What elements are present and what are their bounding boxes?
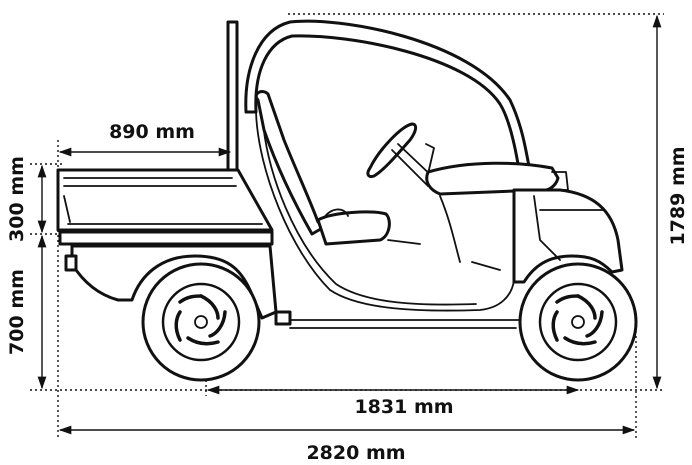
- rear-wheel: [141, 262, 261, 382]
- rear-post: [226, 20, 239, 172]
- total-height-label: 1789 mm: [667, 146, 689, 245]
- bed-height-label: 300 mm: [6, 156, 28, 242]
- front-fender: [512, 188, 624, 284]
- vehicle-outline: [56, 19, 624, 329]
- wheelbase-label: 1831 mm: [354, 396, 453, 418]
- cargo-bed: [56, 168, 274, 232]
- dimension-lines: [30, 13, 664, 438]
- dashboard: [425, 161, 560, 196]
- floor-height-label: 700 mm: [6, 269, 28, 355]
- bed-length-label: 890 mm: [109, 121, 195, 143]
- dimension-labels: 890 mm 300 mm 700 mm 1789 mm 1831 mm 282…: [6, 121, 689, 464]
- seat-back: [254, 90, 328, 236]
- total-length-label: 2820 mm: [306, 442, 405, 464]
- seat-cushion: [316, 210, 391, 246]
- front-wheel: [518, 262, 638, 382]
- rear-body: [70, 244, 278, 320]
